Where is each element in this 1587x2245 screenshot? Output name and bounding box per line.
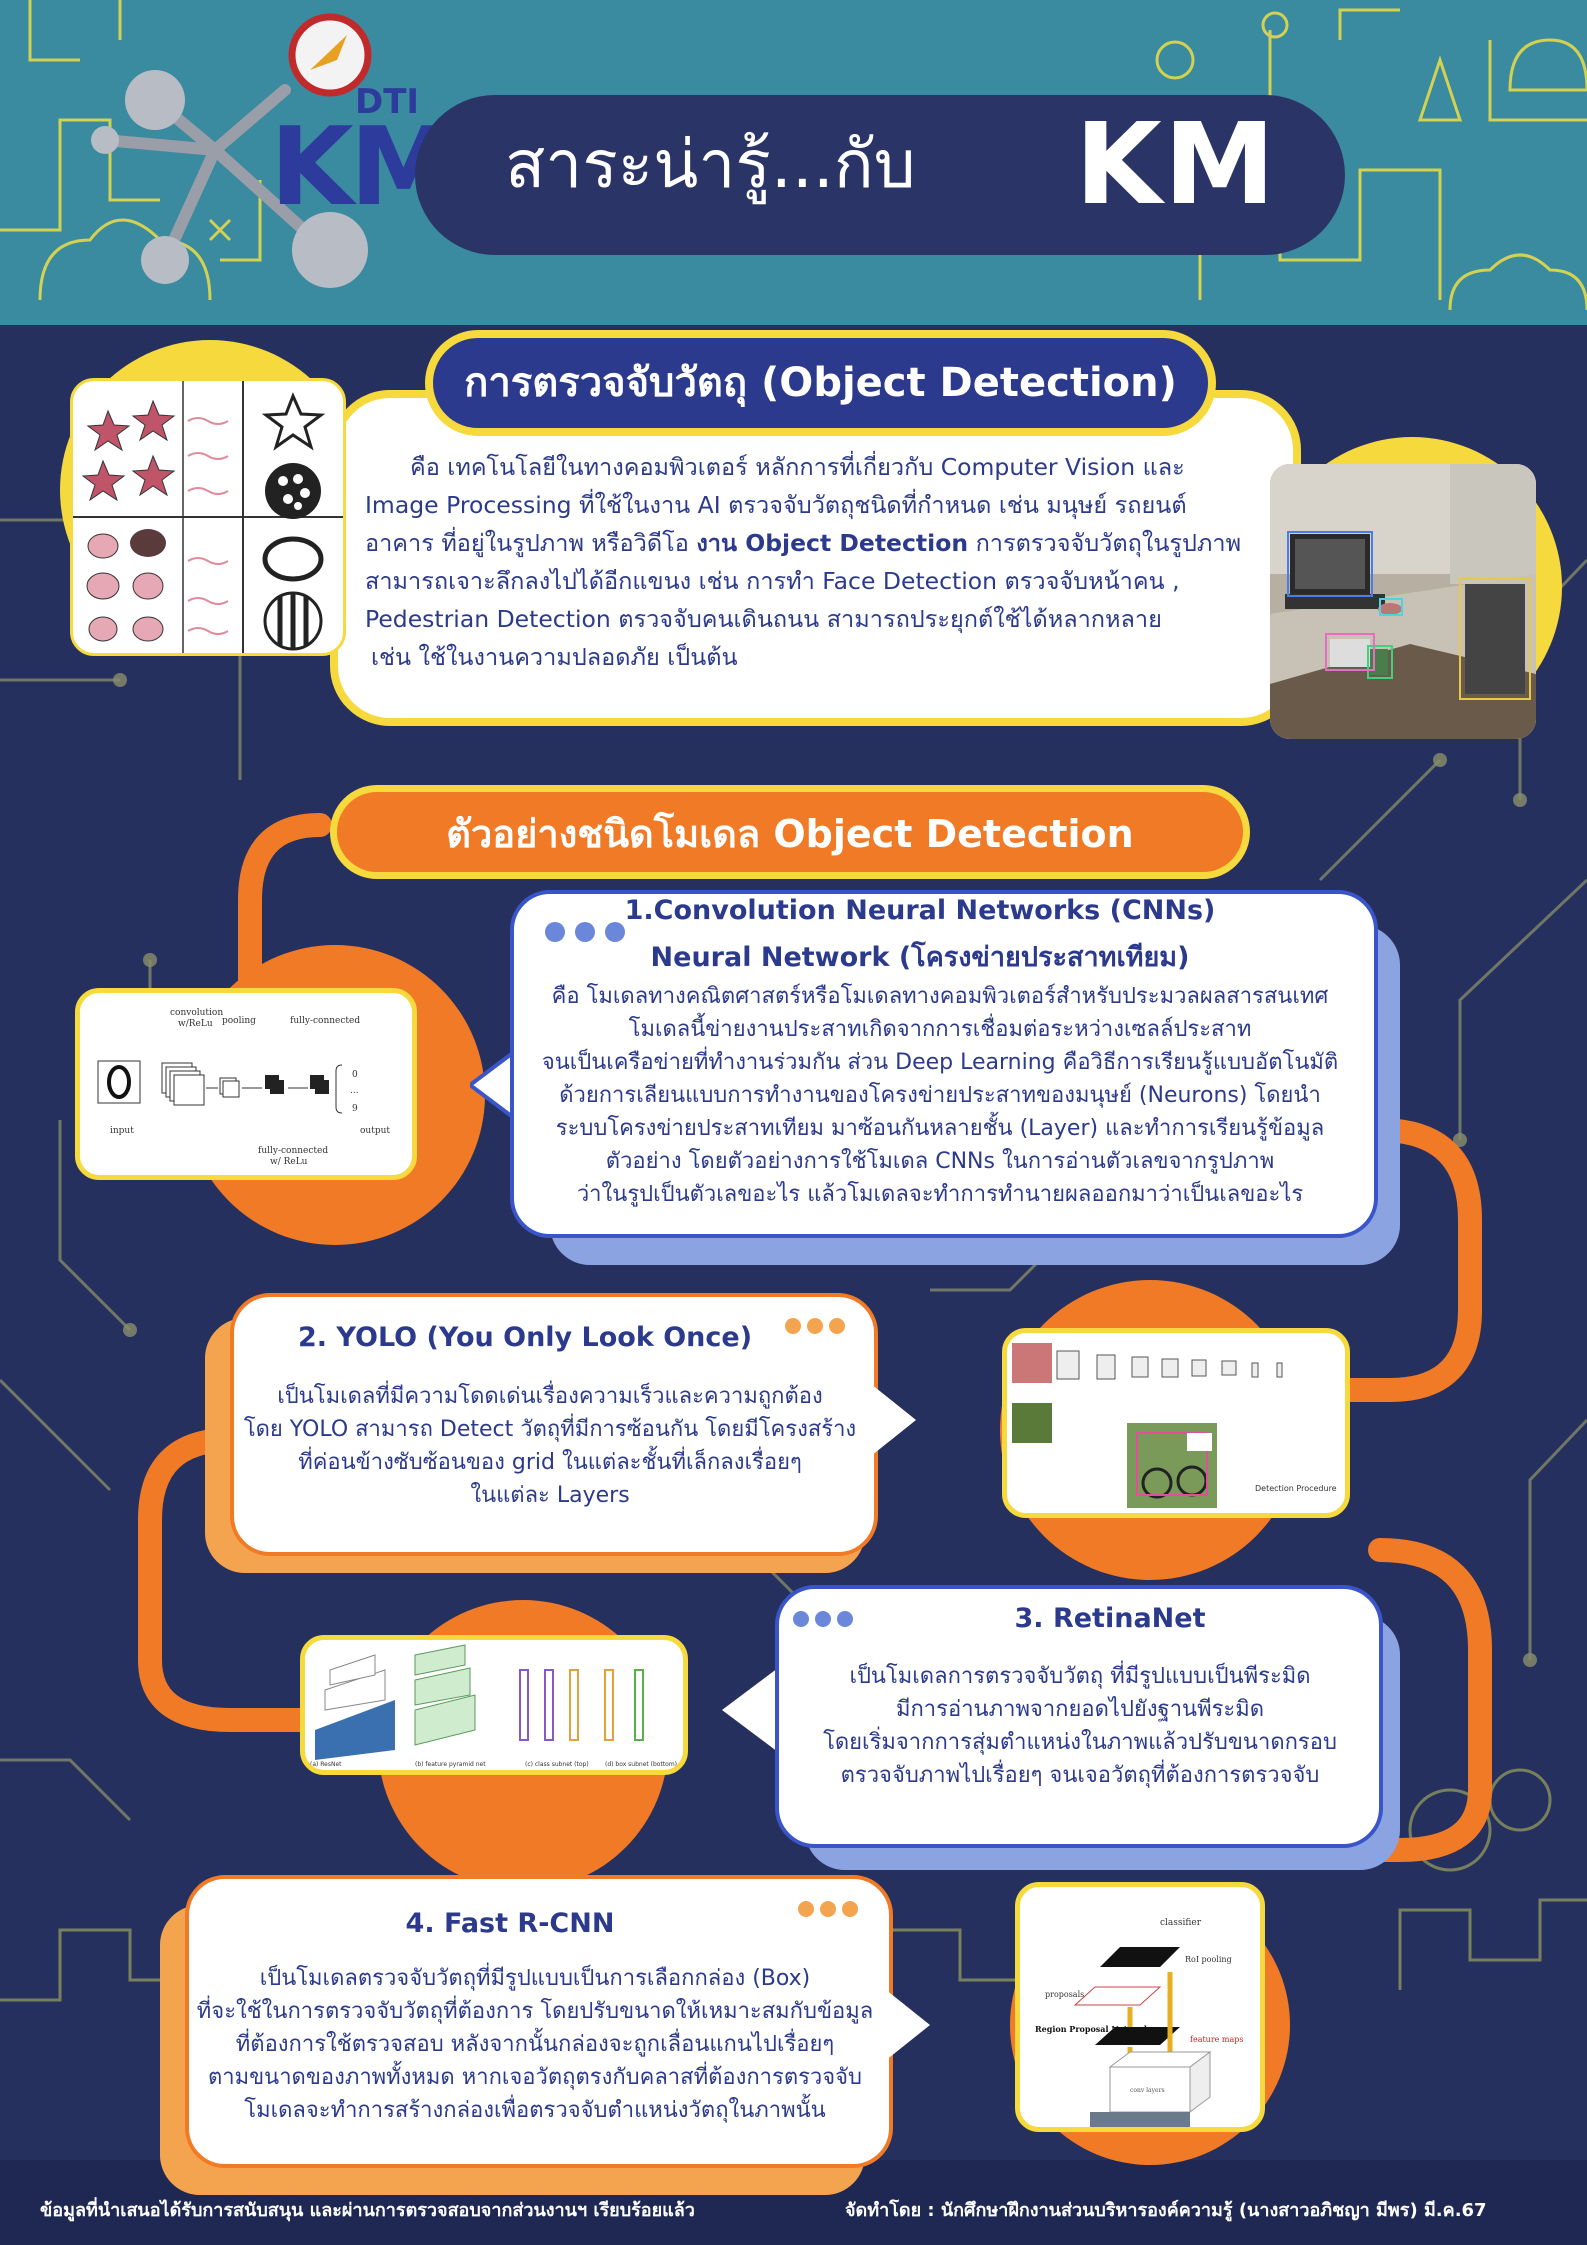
cnn-line-6: ตัวอย่าง โดยตัวอย่างการใช้โมเดล CNNs ในก… (605, 1149, 1275, 1174)
od-line-2: Image Processing ที่ใช้ในงาน AI ตรวจจับว… (365, 491, 1187, 519)
rcnn-description: เป็นโมเดลตรวจจับวัตถุที่มีรูปแบบเป็นการเ… (190, 1962, 880, 2127)
rcnn-line-5: โมเดลจะทำการสร้างกล่องเพื่อตรวจจับตำแหน่… (244, 2098, 826, 2123)
retina-card (775, 1585, 1383, 1848)
cnn-line-3: จนเป็นเครือข่ายที่ทำงานร่วมกัน ส่วน Deep… (541, 1050, 1339, 1075)
models-title-pill (330, 785, 1250, 879)
starfish-illustration-icon (73, 381, 343, 653)
cnn-line-5: ระบบโครงข่ายประสาทเทียม มาซ้อนกันหลายชั้… (555, 1116, 1325, 1141)
page-title-km: KM (1075, 100, 1278, 230)
od-title: การตรวจจับวัตถุ (Object Detection) (464, 360, 1177, 406)
rcnn-card-dots (798, 1901, 864, 1921)
cnn-label-output: output (360, 1126, 390, 1136)
retina-architecture-diagram: (a) ResNet (b) feature pyramid net (c) c… (310, 1644, 677, 1768)
rcnn-label-rpn: Region Proposal Network (1035, 2024, 1150, 2034)
yolo-description: เป็นโมเดลที่มีความโดดเด่นเรื่องความเร็วแ… (240, 1380, 860, 1512)
logo-dti-text: DTI (355, 82, 420, 122)
rcnn-title: 4. Fast R-CNN (405, 1908, 615, 1939)
cnn-description: คือ โมเดลทางคณิตศาสตร์หรือโมเดลทางคอมพิว… (530, 980, 1350, 1211)
cnn-line-7: ว่าในรูปเป็นตัวเลขอะไร แล้วโมเดลจะทำการท… (576, 1182, 1304, 1207)
footer-credit: จัดทำโดย : นักศึกษาฝึกงานส่วนบริหารองค์ค… (845, 2200, 1487, 2221)
cnn-label-out-0: 0 (352, 1070, 358, 1080)
retina-card-dots (793, 1611, 859, 1631)
rcnn-label-proposals: proposals (1045, 1990, 1084, 1999)
retina-card-pointer (722, 1665, 782, 1755)
cnn-line-1: คือ โมเดลทางคณิตศาสตร์หรือโมเดลทางคอมพิว… (551, 984, 1329, 1009)
desk-detection-photo (1270, 464, 1536, 739)
yolo-line-3: ที่ค่อนข้างซับซ้อนของ grid ในแต่ละชั้นที… (298, 1450, 802, 1475)
retina-description: เป็นโมเดลการตรวจจับวัตถุ ที่มีรูปแบบเป็น… (780, 1660, 1380, 1792)
rcnn-line-2: ที่จะใช้ในการตรวจจับวัตถุที่ต้องการ โดยป… (196, 1999, 874, 2024)
title-pill (415, 95, 1345, 255)
rcnn-label-conv: conv layers (1130, 2087, 1165, 2094)
yolo-line-4: ในแต่ละ Layers (470, 1483, 630, 1508)
retina-diagram-image: (a) ResNet (b) feature pyramid net (c) c… (300, 1635, 688, 1775)
od-line-1: คือ เทคโนโลยีในทางคอมพิวเตอร์ หลักการที่… (410, 453, 1185, 481)
cnn-title-2: Neural Network (โครงข่ายประสาทเทียม) (650, 942, 1190, 973)
rcnn-line-4: ตามขนาดของภาพทั้งหมด หากเจอวัตถุตรงกับคล… (207, 2065, 863, 2090)
cnn-label-convolution: convolution (170, 1008, 223, 1018)
od-title-pill (425, 330, 1216, 436)
cnn-label-relu: w/ReLu (178, 1019, 213, 1029)
rcnn-card-pointer (880, 1985, 930, 2065)
cnn-title-1: 1.Convolution Neural Networks (CNNs) (624, 895, 1216, 926)
cnn-card-dots (545, 922, 635, 946)
rcnn-line-3: ที่ต้องการใช้ตรวจสอบ หลังจากนั้นกล่องจะถ… (235, 2032, 835, 2057)
desk-scene-icon (1270, 464, 1536, 739)
od-line-3b: การตรวจจับวัตถุในรูปภาพ (975, 529, 1242, 557)
od-description: คือ เทคโนโลยีในทางคอมพิวเตอร์ หลักการที่… (365, 448, 1265, 676)
retina-label-d: (d) box subnet (bottom) (605, 1761, 677, 1768)
rcnn-line-1: เป็นโมเดลตรวจจับวัตถุที่มีรูปแบบเป็นการเ… (259, 1966, 811, 1991)
retina-label-b: (b) feature pyramid net (415, 1761, 486, 1768)
cnn-label-input: input (110, 1126, 134, 1136)
rcnn-label-roi: RoI pooling (1185, 1955, 1232, 1964)
cnn-line-4: ด้วยการเลียนแบบการทำงานของโครงข่ายประสาท… (559, 1083, 1321, 1108)
retina-line-3: โดยเริ่มจากการสุ่มตำแหน่งในภาพแล้วปรับขน… (823, 1730, 1337, 1755)
od-line-5: Pedestrian Detection ตรวจจับคนเดินถนน สา… (365, 605, 1162, 633)
yolo-line-1: เป็นโมเดลที่มีความโดดเด่นเรื่องความเร็วแ… (277, 1384, 823, 1409)
cnn-line-2: โมเดลนี้ข่ายงานประสาทเกิดจากการเชื่อมต่อ… (628, 1017, 1252, 1042)
retina-line-2: มีการอ่านภาพจากยอดไปยังฐานพีระมิด (895, 1697, 1265, 1722)
od-line-6: เช่น ใช้ในงานความปลอดภัย เป็นต้น (371, 643, 738, 671)
yolo-architecture-diagram: Detection Procedure (1012, 1343, 1337, 1508)
cnn-label-fully-connected: fully-connected (290, 1016, 360, 1026)
cnn-card (510, 890, 1378, 1238)
cnn-diagram-image: convolution w/ReLu pooling fully-connect… (75, 988, 417, 1180)
header-banner: DTI KM สาระน่ารู้...กับ KM (0, 0, 1587, 325)
rcnn-diagram-image: classifier RoI pooling proposals Region … (1015, 1882, 1265, 2132)
yolo-caption: Detection Procedure (1255, 1484, 1337, 1493)
rcnn-label-feature-maps: feature maps (1190, 2035, 1244, 2044)
page-title: สาระน่ารู้...กับ (505, 126, 916, 203)
cnn-architecture-diagram: convolution w/ReLu pooling fully-connect… (97, 1008, 390, 1167)
yolo-card-dots (785, 1318, 851, 1338)
starfish-classification-image (70, 378, 346, 656)
retina-title: 3. RetinaNet (1014, 1603, 1206, 1634)
cnn-label-pooling: pooling (222, 1016, 256, 1026)
models-title: ตัวอย่างชนิดโมเดล Object Detection (446, 812, 1134, 856)
yolo-line-2: โดย YOLO สามารถ Detect วัตถุที่มีการซ้อน… (243, 1417, 857, 1442)
yolo-title: 2. YOLO (You Only Look Once) (297, 1322, 753, 1353)
rcnn-label-classifier: classifier (1160, 1918, 1202, 1928)
retina-label-a: (a) ResNet (310, 1761, 342, 1768)
cnn-label-fc-relu-1: fully-connected (258, 1146, 328, 1156)
retina-line-1: เป็นโมเดลการตรวจจับวัตถุ ที่มีรูปแบบเป็น… (849, 1664, 1311, 1689)
cnn-label-out-dash: ... (350, 1086, 359, 1096)
yolo-diagram-image: Detection Procedure (1002, 1328, 1350, 1518)
retina-line-4: ตรวจจับภาพไปเรื่อยๆ จนเจอวัตถุที่ต้องการ… (840, 1763, 1320, 1788)
km-molecule-logo-icon (91, 13, 372, 288)
cnn-label-fc-relu-2: w/ ReLu (270, 1157, 308, 1167)
od-line-3a: อาคาร ที่อยู่ในรูปภาพ หรือวิดีโอ (365, 529, 689, 557)
od-line-3-bold: งาน Object Detection (696, 529, 969, 557)
cnn-label-out-9: 9 (352, 1104, 358, 1114)
yolo-card-pointer (866, 1380, 916, 1460)
od-line-4: สามารถเจาะลึกลงไปได้อีกแขนง เช่น การทำ F… (365, 567, 1180, 595)
retina-label-c: (c) class subnet (top) (525, 1761, 589, 1768)
od-line-3: อาคาร ที่อยู่ในรูปภาพ หรือวิดีโอ งาน Obj… (365, 524, 1265, 562)
rcnn-architecture-diagram: classifier RoI pooling proposals Region … (1035, 1918, 1244, 2127)
footer-note: ข้อมูลที่นำเสนอได้รับการสนับสนุน และผ่าน… (40, 2200, 695, 2221)
rcnn-card (185, 1875, 893, 2168)
